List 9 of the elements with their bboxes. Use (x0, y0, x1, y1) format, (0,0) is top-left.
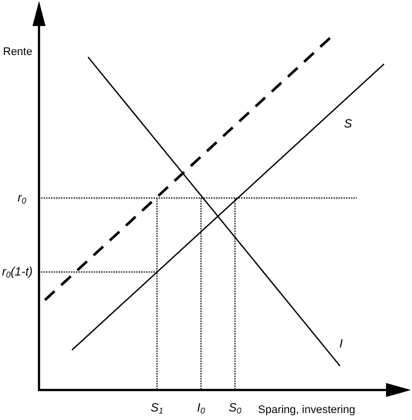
curve-label: I (339, 337, 343, 351)
axis-tick-label: S$_{1}$ (150, 401, 164, 415)
axis-tick-label: I$_{0}$ (197, 401, 205, 415)
axis-tick-label: S$_{0}$ (228, 401, 242, 415)
curve-label: S (344, 117, 352, 131)
axis-tick-label: r$_{0}$ (18, 191, 26, 205)
axis-label: Rente (3, 46, 32, 58)
axis-label: Sparing, investering (258, 404, 356, 416)
axis-tick-label: r$_{0}$(1-t) (2, 265, 33, 279)
